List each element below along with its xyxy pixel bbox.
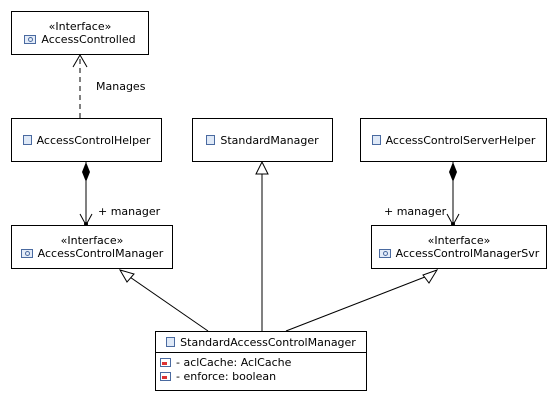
edge-label-manager-left: + manager <box>98 205 161 218</box>
attribute-row[interactable]: - enforce: boolean <box>160 369 362 383</box>
class-name: AccessControlManager <box>37 247 164 260</box>
class-icon <box>371 135 381 145</box>
class-access-controlled[interactable]: «Interface» AccessControlled <box>11 11 149 55</box>
class-name: AccessControlServerHelper <box>385 133 536 147</box>
private-attribute-icon <box>160 371 171 381</box>
generalization-arrowhead-standardmanager <box>255 160 269 175</box>
class-access-control-server-helper[interactable]: AccessControlServerHelper <box>360 118 547 162</box>
stereotype-label: «Interface» <box>48 20 112 33</box>
class-standard-manager[interactable]: StandardManager <box>192 118 333 162</box>
realization-line-left <box>126 274 209 332</box>
realization-arrowhead-left <box>118 269 135 283</box>
class-icon <box>166 337 176 347</box>
class-access-control-helper[interactable]: AccessControlHelper <box>11 118 162 162</box>
private-attribute-icon <box>160 357 171 367</box>
dependency-arrowhead <box>72 54 88 68</box>
class-standard-access-control-manager[interactable]: StandardAccessControlManager <box>155 331 367 353</box>
realization-arrowhead-right <box>422 269 439 284</box>
class-name: StandardManager <box>220 133 319 147</box>
attribute-row[interactable]: - aclCache: AclCache <box>160 355 362 369</box>
realization-line-right <box>285 274 431 332</box>
edge-label-manages: Manages <box>96 80 146 93</box>
stereotype-label: «Interface» <box>60 234 124 247</box>
class-name: AccessControlHelper <box>36 133 151 147</box>
attribute-compartment: - aclCache: AclCache - enforce: boolean <box>155 353 367 391</box>
class-name: AccessControlled <box>41 33 136 46</box>
class-access-control-manager[interactable]: «Interface» AccessControlManager <box>11 225 173 269</box>
attribute-label: - enforce: boolean <box>176 369 277 383</box>
attribute-label: - aclCache: AclCache <box>176 355 292 369</box>
class-icon <box>206 135 216 145</box>
composition-diamond-left <box>82 162 90 182</box>
class-name: AccessControlManagerSvr <box>395 247 540 260</box>
interface-icon <box>24 35 37 44</box>
interface-icon <box>378 249 391 258</box>
interface-icon <box>20 249 33 258</box>
class-access-control-manager-svr[interactable]: «Interface» AccessControlManagerSvr <box>371 225 547 269</box>
composition-diamond-right <box>449 162 457 182</box>
class-name: StandardAccessControlManager <box>180 335 356 349</box>
edge-label-manager-right: + manager <box>384 205 447 218</box>
class-icon <box>22 135 32 145</box>
stereotype-label: «Interface» <box>427 234 491 247</box>
